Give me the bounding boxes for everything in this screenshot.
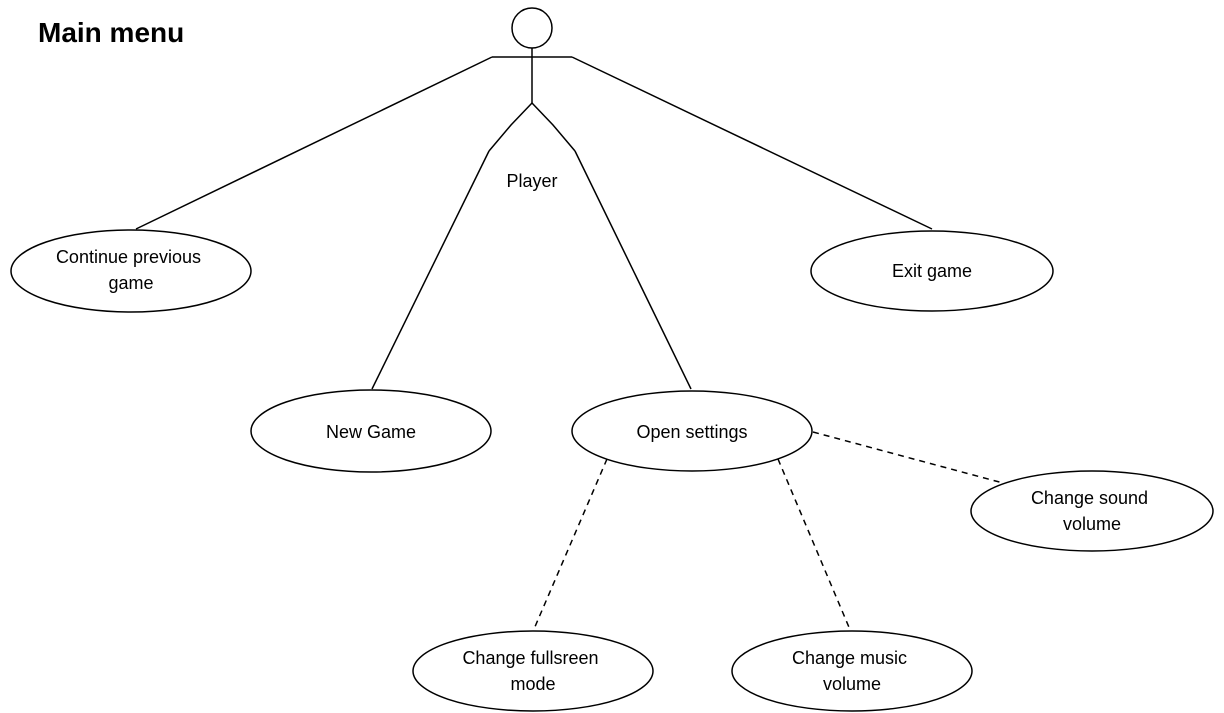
- use-case-label: New Game: [326, 422, 416, 442]
- actor-right-leg: [531, 102, 576, 152]
- dependencies: [527, 431, 1004, 644]
- use-case-label-line-1: Change fullsreen: [462, 648, 598, 668]
- association-continue-previous-game: [135, 56, 493, 230]
- use-case-label: Continue previous game: [56, 247, 206, 293]
- use-case-label: Change music volume: [792, 648, 912, 694]
- use-case-change-sound-volume[interactable]: Change sound volume: [970, 470, 1214, 552]
- actor-left-leg: [488, 102, 533, 152]
- use-case-change-music-volume[interactable]: Change music volume: [731, 630, 973, 712]
- use-case-open-settings[interactable]: Open settings: [571, 390, 813, 472]
- use-case-label: Change sound volume: [1031, 488, 1153, 534]
- use-case-change-fullscreen-mode[interactable]: Change fullsreen mode: [412, 630, 654, 712]
- use-case-ellipse[interactable]: [571, 390, 813, 472]
- use-case-label-line-2: volume: [823, 674, 881, 694]
- use-case-label: Change fullsreen mode: [462, 648, 603, 694]
- use-case-ellipse[interactable]: [810, 230, 1054, 312]
- use-case-ellipse[interactable]: [10, 229, 252, 313]
- use-case-label-line-1: Change music: [792, 648, 907, 668]
- diagram-title: Main menu: [38, 17, 184, 48]
- use-case-ellipse[interactable]: [731, 630, 973, 712]
- actor-label: Player: [506, 171, 557, 191]
- association-open-settings: [574, 150, 692, 390]
- use-case-label-line-2: mode: [510, 674, 555, 694]
- dependency-change-sound-volume: [812, 431, 1004, 484]
- use-case-ellipse[interactable]: [412, 630, 654, 712]
- use-case-ellipse[interactable]: [250, 389, 492, 473]
- use-case-new-game[interactable]: New Game: [250, 389, 492, 473]
- use-case-label-line-2: volume: [1063, 514, 1121, 534]
- use-case-label-line-1: Continue previous: [56, 247, 201, 267]
- use-case-exit-game[interactable]: Exit game: [810, 230, 1054, 312]
- use-case-label-line-2: game: [108, 273, 153, 293]
- associations: [135, 56, 933, 390]
- use-case-label: Open settings: [636, 422, 747, 442]
- player-actor: Player: [488, 7, 576, 191]
- use-case-ellipse[interactable]: [970, 470, 1214, 552]
- dependency-change-music-volume: [777, 458, 852, 633]
- use-case-label: Exit game: [892, 261, 972, 281]
- dependency-change-fullscreen-mode: [527, 458, 608, 644]
- use-case-label-line-1: Change sound: [1031, 488, 1148, 508]
- actor-head-icon: [511, 7, 553, 49]
- use-case-continue-previous-game[interactable]: Continue previous game: [10, 229, 252, 313]
- association-exit-game: [571, 56, 933, 230]
- association-new-game: [371, 150, 490, 390]
